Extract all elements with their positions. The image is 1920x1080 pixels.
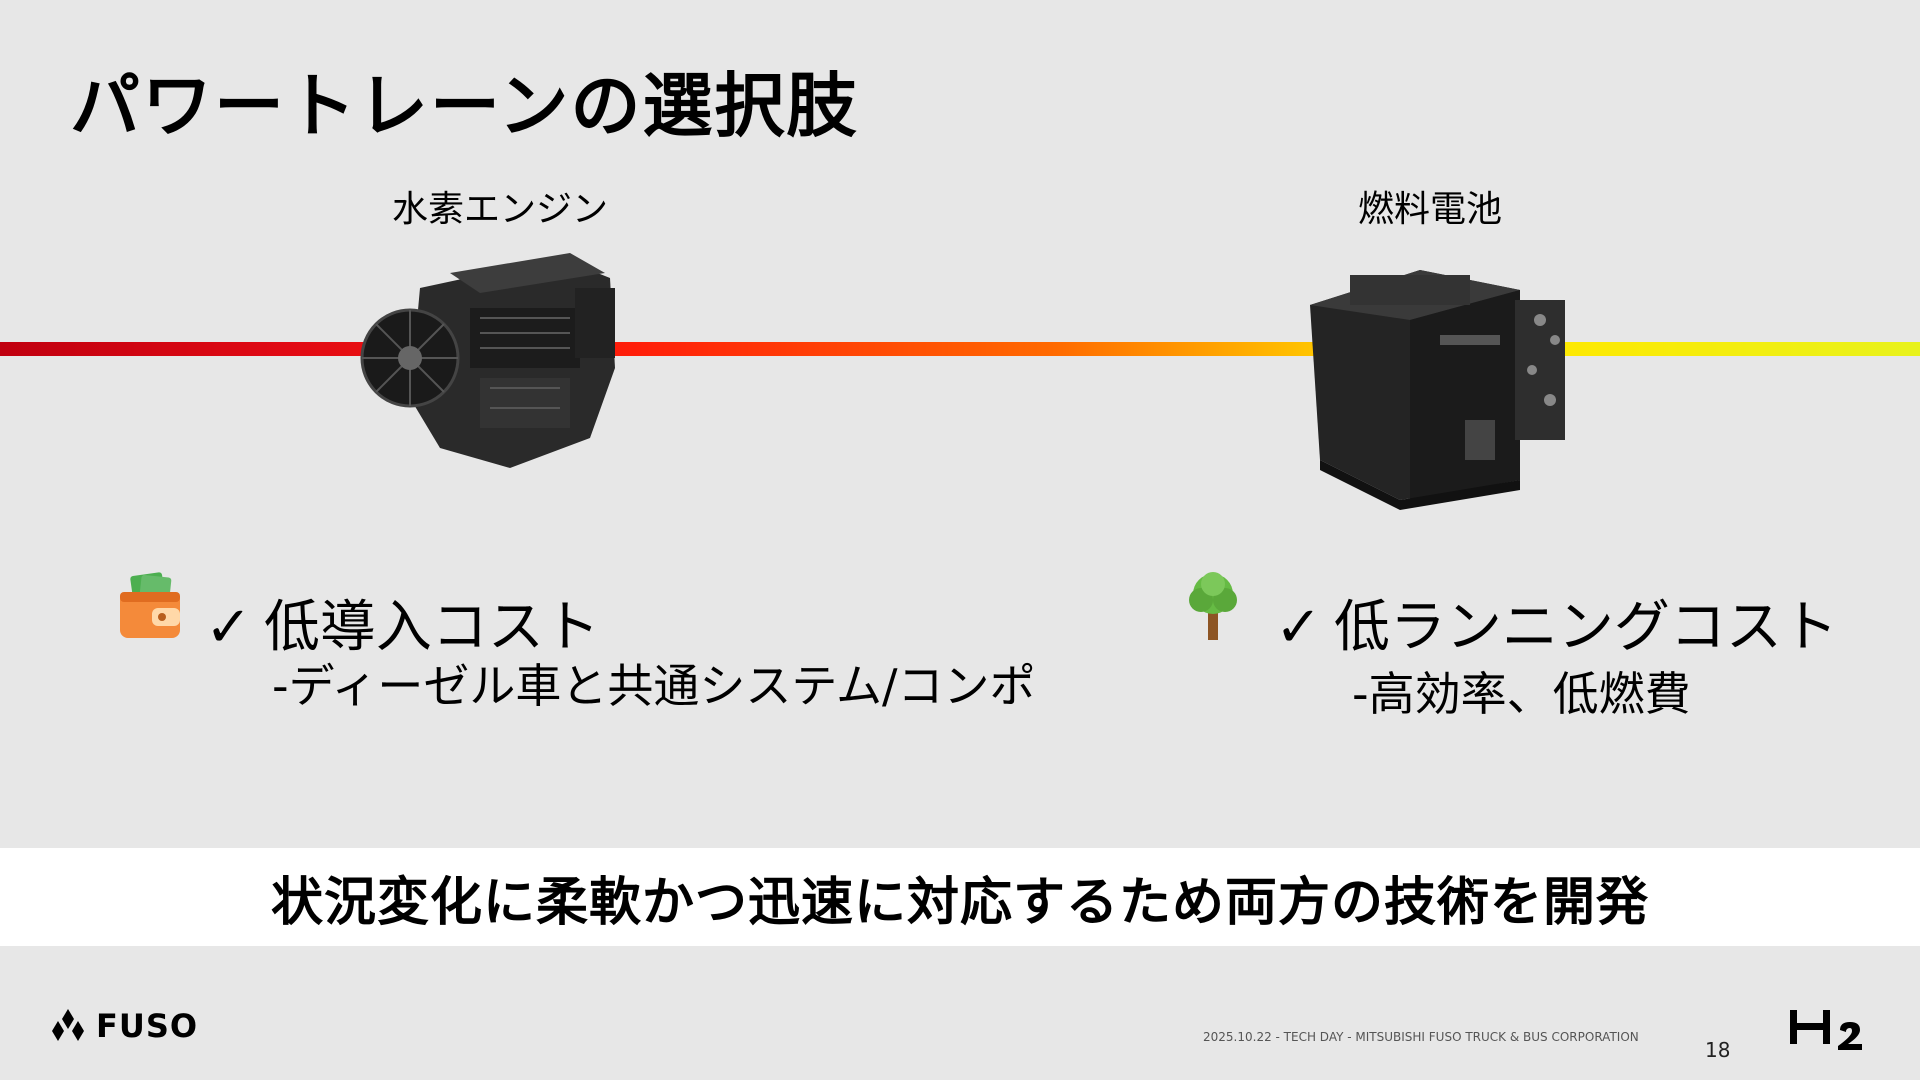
hydrogen-engine-benefit: ✓低導入コスト <box>205 582 600 663</box>
slide-title: パワートレーンの選択肢 <box>70 65 859 147</box>
wallet-icon <box>120 572 180 638</box>
hydrogen-engine-image <box>360 253 615 468</box>
benefit-text: 低ランニングコスト <box>1333 595 1838 660</box>
page-number: 18 <box>1705 1038 1731 1062</box>
conclusion-banner: 状況変化に柔軟かつ迅速に対応するため両方の技術を開発 <box>0 848 1920 946</box>
fuso-logo: FUSO <box>48 1007 199 1045</box>
benefit-text: 低導入コスト <box>263 595 600 660</box>
check-mark-icon: ✓ <box>1275 595 1322 660</box>
hydrogen-engine-label: 水素エンジン <box>391 189 608 230</box>
tree-icon <box>1189 572 1237 640</box>
three-diamonds-icon <box>52 1009 84 1041</box>
gradient-spectrum-line <box>0 342 1920 356</box>
h2-logo-icon <box>1790 1010 1862 1050</box>
fuel-cell-detail: -高効率、低燃費 <box>1352 667 1691 721</box>
check-mark-icon: ✓ <box>205 595 252 660</box>
footer-caption: 2025.10.22 - TECH DAY - MITSUBISHI FUSO … <box>1203 1030 1639 1044</box>
fuso-wordmark: FUSO <box>96 1007 199 1045</box>
fuel-cell-label: 燃料電池 <box>1357 189 1502 230</box>
hydrogen-engine-detail: -ディーゼル車と共通システム/コンポ <box>272 659 1036 713</box>
fuel-cell-image <box>1310 270 1565 510</box>
conclusion-text: 状況変化に柔軟かつ迅速に対応するため両方の技術を開発 <box>270 872 1649 933</box>
fuel-cell-benefit: ✓低ランニングコスト <box>1275 582 1838 663</box>
